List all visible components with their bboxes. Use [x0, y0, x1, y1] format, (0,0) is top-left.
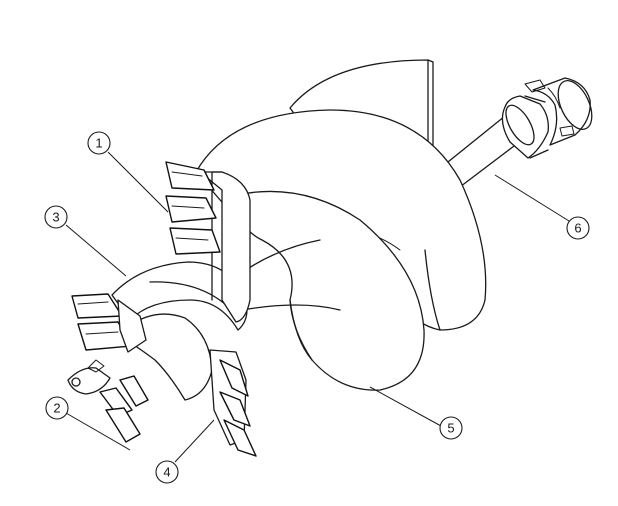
callout-5-label: 5 [447, 421, 454, 436]
callout-1: 1 [87, 131, 111, 155]
callout-4-label: 4 [163, 465, 170, 480]
auger-flighting [111, 59, 487, 401]
callout-1-label: 1 [95, 136, 102, 151]
callout-6: 6 [566, 216, 590, 240]
callout-2: 2 [45, 396, 69, 420]
drive-shaft [437, 77, 593, 197]
callout-3: 3 [44, 205, 68, 229]
callout-5: 5 [439, 416, 463, 440]
pilot-bit [67, 359, 111, 395]
callout-2-label: 2 [53, 401, 60, 416]
cutting-teeth [71, 161, 257, 457]
callout-3-label: 3 [52, 210, 59, 225]
leader-lines [65, 151, 570, 463]
callout-4: 4 [155, 460, 179, 484]
callout-6-label: 6 [574, 221, 581, 236]
